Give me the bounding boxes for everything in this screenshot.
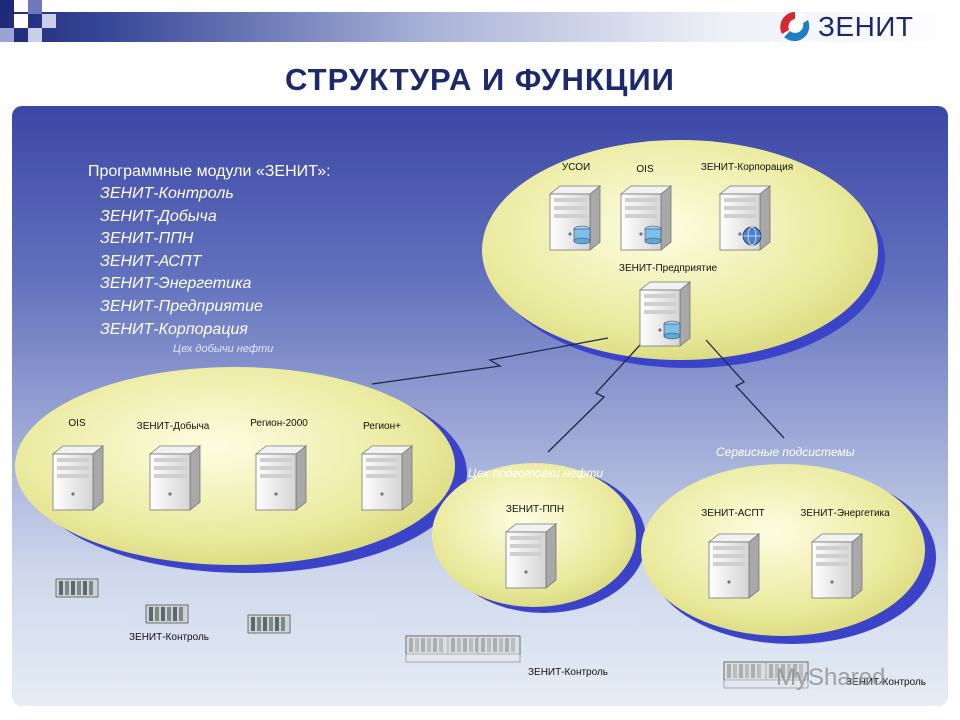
server-label-region-plus: Регион+ — [363, 421, 401, 432]
server-label-dobycha: ЗЕНИТ-Добыча — [136, 421, 210, 432]
zenit-logo-icon — [780, 12, 810, 42]
module-item: ЗЕНИТ-ППН — [100, 230, 194, 248]
link-services — [705, 339, 785, 439]
server-icon-energetika — [811, 533, 863, 599]
server-icon-dobycha — [149, 445, 201, 511]
module-item: ЗЕНИТ-АСПТ — [100, 252, 202, 270]
controller-rack-icon — [723, 661, 809, 689]
module-item: ЗЕНИТ-Предприятие — [100, 297, 263, 315]
controller-label-middle: ЗЕНИТ-Контроль — [528, 667, 608, 678]
link-production — [371, 337, 609, 385]
module-item: ЗЕНИТ-Добыча — [100, 207, 217, 225]
production-ellipse — [15, 367, 455, 565]
module-item: ЗЕНИТ-Корпорация — [100, 320, 248, 338]
server-label-corporation: ЗЕНИТ-Корпорация — [700, 162, 794, 173]
zenit-logo: ЗЕНИТ — [778, 10, 914, 44]
globe-icon — [742, 226, 762, 246]
module-item: ЗЕНИТ-Контроль — [100, 185, 234, 202]
controller-icon — [247, 614, 291, 634]
link-preparation — [547, 344, 641, 453]
caption-preparation: Цех подготовки нефти — [468, 466, 604, 480]
server-label-ois: OIS — [68, 418, 86, 429]
server-label-ppn: ЗЕНИТ-ППН — [505, 504, 565, 515]
server-icon-region2000 — [255, 445, 307, 511]
logo-text: ЗЕНИТ — [818, 11, 914, 42]
modules-list: Программные модули «ЗЕНИТ»: ЗЕНИТ-Контро… — [88, 163, 331, 341]
module-item: ЗЕНИТ-Энергетика — [100, 275, 252, 293]
server-icon-ois — [52, 445, 104, 511]
server-label-enterprise: ЗЕНИТ-Предприятие — [618, 263, 718, 274]
server-label-region2000: Регион-2000 — [250, 418, 308, 429]
server-label-ois-top: OIS — [636, 164, 654, 175]
controller-icon — [145, 604, 189, 624]
watermark: MyShared — [776, 664, 886, 691]
caption-production: Цех добычи нефти — [173, 343, 274, 355]
controller-icon — [55, 578, 99, 598]
controller-rack-icon — [405, 635, 521, 663]
controller-label-right: ЗЕНИТ-Контроль — [846, 677, 926, 688]
caption-services: Сервисные подсистемы — [716, 445, 855, 459]
server-label-energetika: ЗЕНИТ-Энергетика — [800, 508, 890, 519]
server-icon-ppn — [505, 523, 557, 589]
modules-heading: Программные модули «ЗЕНИТ»: — [88, 163, 331, 180]
server-label-usoi: УСОИ — [561, 162, 591, 173]
network-links — [371, 337, 785, 453]
server-label-aspt: ЗЕНИТ-АСПТ — [701, 508, 765, 519]
server-icon-aspt — [708, 533, 760, 599]
database-icon — [573, 225, 681, 340]
controller-label-left: ЗЕНИТ-Контроль — [129, 632, 209, 643]
page-title: СТРУКТУРА И ФУНКЦИИ — [285, 62, 675, 97]
services-ellipse — [641, 464, 925, 636]
server-icon-region-plus — [361, 445, 413, 511]
